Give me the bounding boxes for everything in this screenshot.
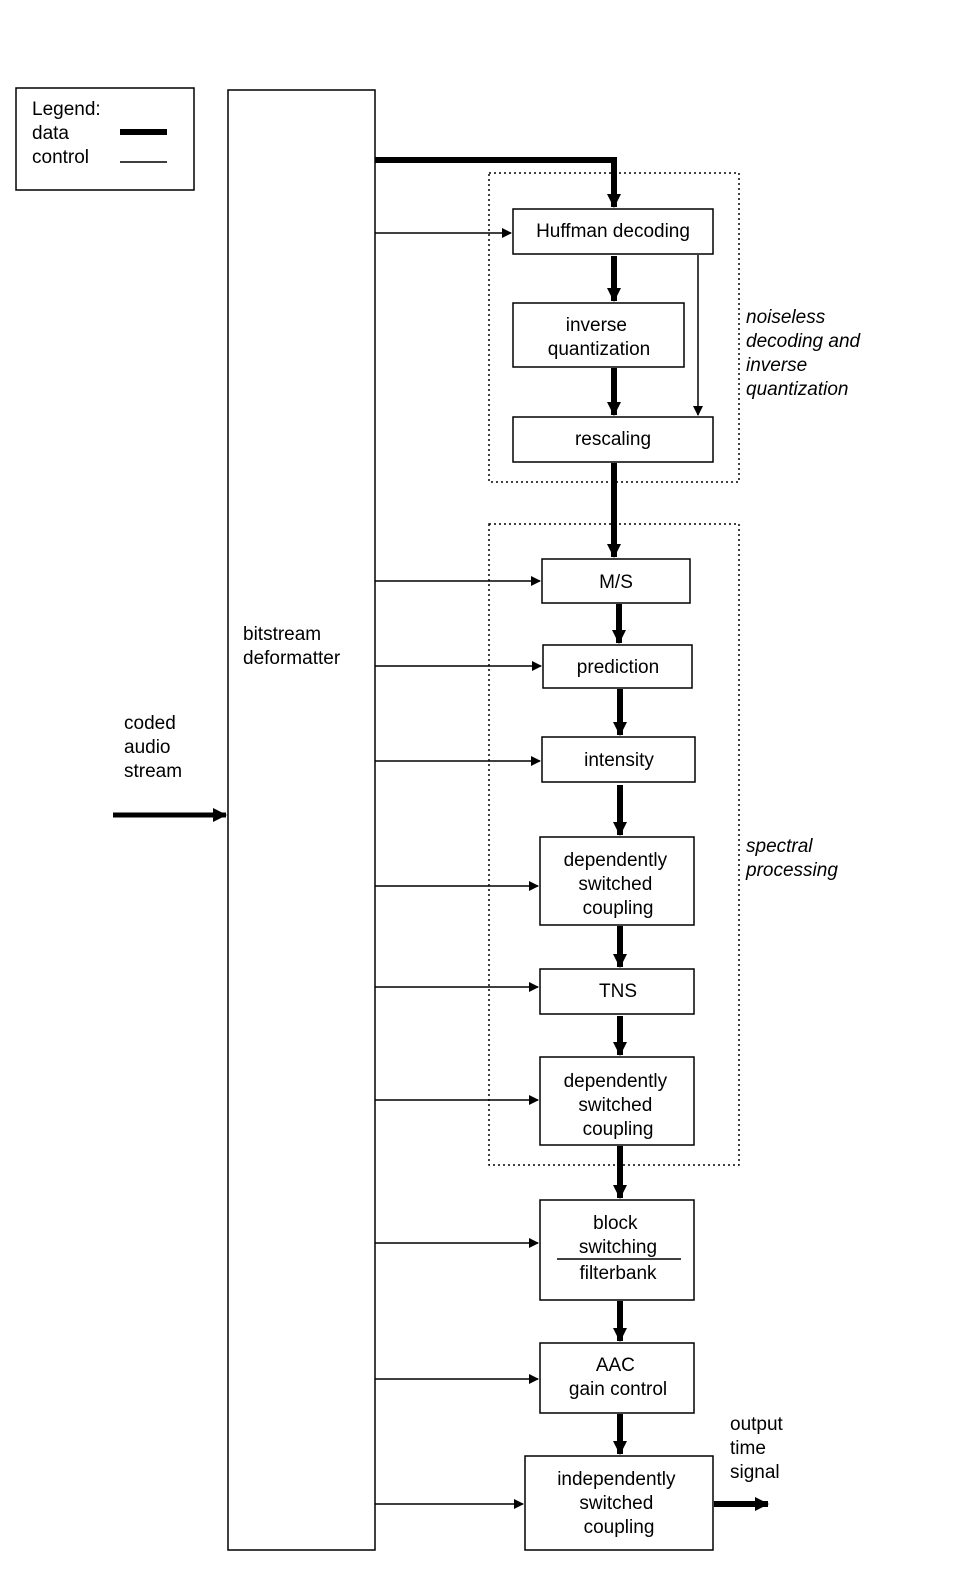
noiseless-label-line: quantization: [746, 379, 848, 400]
inverse-quantization-line: quantization: [548, 339, 650, 360]
huffman-decoding-label: Huffman decoding: [536, 221, 690, 242]
noiseless-label-line: noiseless: [746, 307, 826, 328]
noiseless-label-line: inverse: [746, 355, 807, 376]
legend: Legend: data control: [15, 87, 195, 191]
dep-coupling-1-line: dependently: [564, 850, 668, 871]
input-label-line: stream: [124, 761, 182, 782]
indep-coupling-line: coupling: [584, 1517, 655, 1538]
dependently-switched-coupling-1-label: dependently switched coupling: [564, 850, 673, 919]
independently-switched-coupling-label: independently switched coupling: [557, 1469, 681, 1538]
dep-coupling-2-line: coupling: [583, 1119, 654, 1140]
output-label-line: output: [730, 1414, 784, 1435]
filterbank-label: filterbank: [579, 1263, 657, 1284]
legend-control-label: control: [32, 147, 89, 168]
noiseless-label-line: decoding and: [746, 331, 862, 352]
prediction-label: prediction: [577, 657, 659, 678]
spectral-label-line: spectral: [746, 836, 813, 857]
dependently-switched-coupling-2-label: dependently switched coupling: [564, 1071, 673, 1140]
independently-switched-coupling-box: [524, 1455, 714, 1551]
output-label-line: signal: [730, 1462, 780, 1483]
legend-title: Legend:: [32, 99, 101, 120]
spectral-group-label: spectral processing: [745, 836, 838, 881]
dep-coupling-2-line: switched: [578, 1095, 652, 1116]
dep-coupling-1-line: switched: [578, 874, 652, 895]
output-label-line: time: [730, 1438, 766, 1459]
indep-coupling-line: independently: [557, 1469, 676, 1490]
ms-box: [541, 558, 691, 604]
aac-gain-control-label: AAC gain control: [569, 1355, 667, 1400]
block-switching-filterbank-box: [539, 1199, 695, 1301]
input-label-line: coded: [124, 713, 176, 734]
gain-control-line: gain control: [569, 1379, 667, 1400]
bitstream-deformatter-label: bitstream deformatter: [243, 624, 341, 669]
dep-coupling-2-line: dependently: [564, 1071, 668, 1092]
rescaling-box: [512, 416, 714, 463]
control-flow-arrows: [375, 228, 703, 1509]
tns-label: TNS: [599, 981, 637, 1002]
input-label-line: audio: [124, 737, 171, 758]
indep-coupling-line: switched: [579, 1493, 653, 1514]
intensity-label: intensity: [584, 750, 654, 771]
noiseless-group-label: noiseless decoding and inverse quantizat…: [746, 307, 865, 400]
data-arrow-deformatter-to-huffman: [375, 157, 621, 208]
rescaling-label: rescaling: [575, 429, 651, 450]
aac-gain-control-box: [539, 1342, 695, 1414]
huffman-decoding-box: [512, 208, 714, 255]
inverse-quantization-line: inverse: [566, 315, 627, 336]
inverse-quantization-box: [512, 302, 685, 368]
input-label: coded audio stream: [124, 713, 182, 782]
block-switching-label: block switching: [579, 1213, 657, 1258]
bitstream-deformatter-box: [227, 89, 376, 1551]
block-switching-line: switching: [579, 1237, 657, 1258]
bitstream-label-line: bitstream: [243, 624, 321, 645]
block-switching-line: block: [593, 1213, 638, 1234]
prediction-box: [542, 644, 693, 689]
tns-box: [539, 968, 695, 1015]
spectral-label-line: processing: [745, 860, 838, 881]
legend-box: [15, 87, 195, 191]
dep-coupling-1-line: coupling: [583, 898, 654, 919]
gain-control-line: AAC: [596, 1355, 635, 1376]
dependently-switched-coupling-1-box: [539, 836, 695, 926]
inverse-quantization-label: inverse quantization: [548, 315, 650, 360]
ms-label: M/S: [599, 572, 633, 593]
bitstream-label-line: deformatter: [243, 648, 341, 669]
intensity-box: [541, 736, 696, 783]
dependently-switched-coupling-2-box: [539, 1056, 695, 1146]
output-label: output time signal: [730, 1414, 788, 1483]
legend-data-label: data: [32, 123, 69, 144]
data-flow-arrows: [375, 157, 769, 1511]
